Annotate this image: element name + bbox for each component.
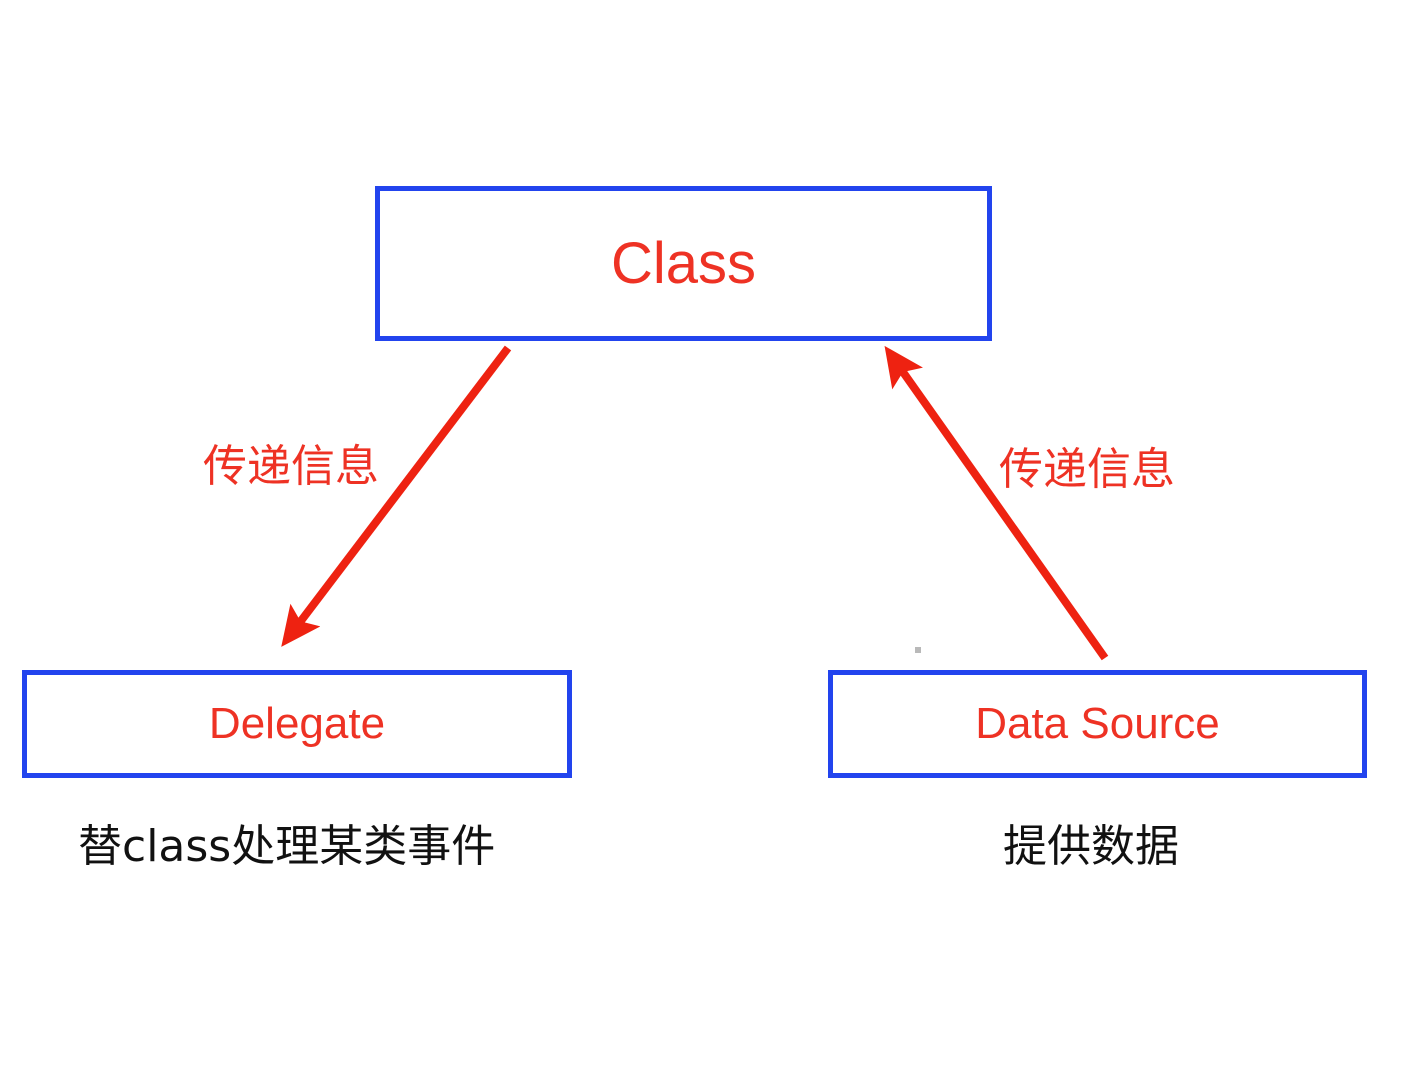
node-data-source[interactable]: Data Source: [828, 670, 1367, 778]
node-delegate-label: Delegate: [208, 699, 386, 748]
node-data-source-label: Data Source: [975, 699, 1220, 748]
caption-data-source: 提供数据: [1003, 821, 1179, 872]
edge-data-source-to-class: [884, 345, 1109, 661]
caption-delegate: 替class处理某类事件: [78, 821, 496, 872]
edge-label-data-source-to-class: 传递信息: [999, 444, 1175, 495]
node-class[interactable]: Class: [375, 186, 992, 341]
edge-label-class-to-delegate: 传递信息: [203, 441, 379, 492]
cursor-artifact: [915, 647, 921, 653]
node-delegate[interactable]: Delegate: [22, 670, 572, 778]
edge-class-to-delegate: [281, 345, 512, 647]
node-class-label: Class: [610, 230, 757, 296]
